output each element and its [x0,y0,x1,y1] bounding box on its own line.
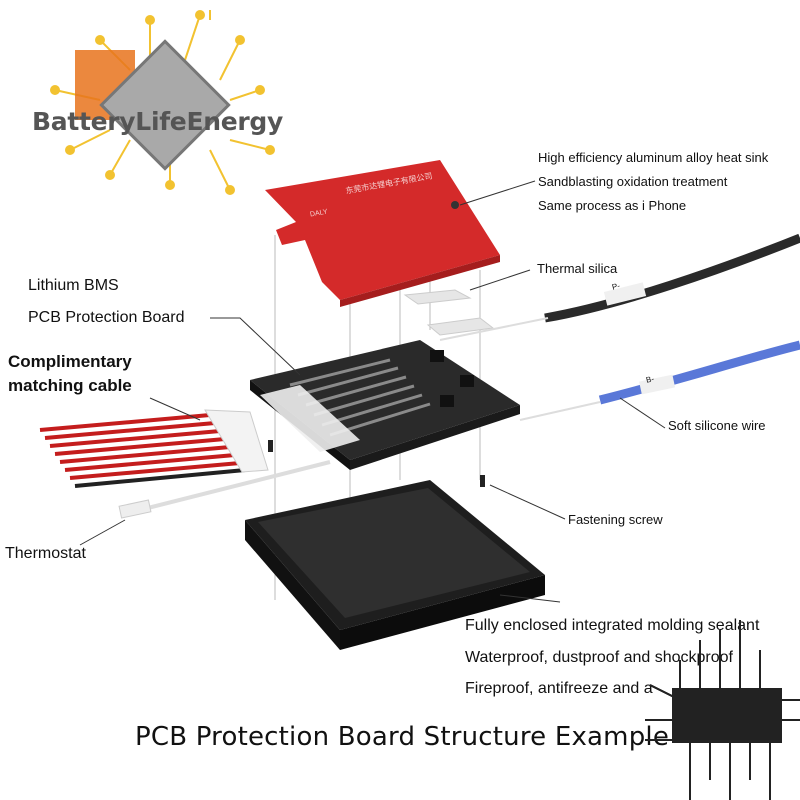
case-feature: Fireproof, antifreeze and a [465,680,653,697]
thermal-silica-pad [426,317,495,336]
thermal-silica-label: Thermal silica [537,261,618,276]
soft-wire-label: Soft silicone wire [668,418,766,433]
heat-sink-plate [265,160,500,307]
enclosure-case [245,480,545,650]
case-feature: Waterproof, dustproof and shockproof [465,649,733,666]
thermostat-wire [139,460,331,512]
chip-icon [645,620,800,800]
wire-tag [603,282,647,306]
heat-sink-feature: Sandblasting oxidation treatment [538,174,728,189]
cable-connector [204,409,269,473]
thermostat-probe [118,499,152,519]
matching-cable [39,413,246,488]
black-wire [544,233,800,323]
case-feature: Fully enclosed integrated molding sealan… [465,617,760,634]
cable-label: Complimentary [8,352,132,371]
logo-text: BatteryLifeEnergy [32,107,283,136]
heat-sink-feature: High efficiency aluminum alloy heat sink [538,150,769,165]
thermostat-label: Thermostat [5,545,86,562]
blue-silicone-wire [598,340,800,405]
logo-circuit-icon [50,10,275,195]
logo-chip-icon [99,39,231,171]
screw-label: Fastening screw [568,512,663,527]
wire-tag [639,374,676,395]
thermal-silica-pad [403,289,472,305]
diagram-title: PCB Protection Board Structure Example [135,722,670,752]
heat-sink-feature: Same process as i Phone [538,198,687,213]
screw-icon [268,440,485,487]
bms-label: PCB Protection Board [28,309,185,326]
bms-label: Lithium BMS [28,277,119,294]
cable-label: matching cable [8,376,132,395]
pcb-board [250,340,520,470]
